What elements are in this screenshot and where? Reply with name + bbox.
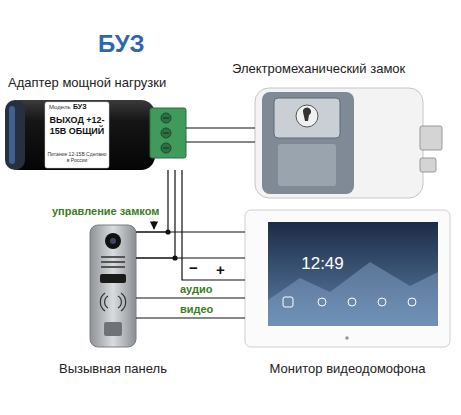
wire-label: + (214, 262, 227, 277)
screen-icon (283, 297, 293, 307)
monitor-frame (245, 210, 450, 347)
call-button (100, 274, 126, 283)
panel-body (90, 225, 136, 347)
supply-note: Питание 12-15В Сделано в России (47, 152, 107, 164)
call-panel: Вызывная панель (90, 225, 136, 347)
screen-icon (408, 298, 416, 306)
screen-wallpaper (268, 262, 438, 326)
wire-label: аудио (178, 284, 214, 295)
lock-body (255, 88, 423, 198)
device-heading: Электромеханический замок (232, 62, 405, 77)
terminal-legend: ВЫХОД +12-15В ОБЩИЙ (47, 115, 107, 138)
screen-icon (378, 298, 386, 306)
wire (182, 170, 245, 280)
screen-clock: 12:49 (280, 254, 365, 274)
device-heading: Вызывная панель (40, 362, 186, 377)
model-name: БУЗ (73, 103, 87, 111)
adapter-cap-highlight (9, 106, 15, 164)
wire (136, 317, 245, 318)
wire (136, 297, 245, 298)
lock-handle (278, 144, 336, 186)
wire-label: видео (178, 304, 215, 315)
adapter-body (5, 100, 155, 170)
screen-icon (318, 298, 326, 306)
speaker-slot (101, 261, 125, 263)
device-heading: Адаптер мощной нагрузки (8, 76, 166, 91)
lock-plate (262, 92, 354, 194)
microphone-grille (104, 322, 122, 336)
rfid-symbol (100, 293, 125, 311)
wire (186, 127, 255, 128)
wire (136, 170, 168, 232)
lock-latch (420, 158, 436, 172)
speaker-slot (101, 256, 125, 258)
screw-slot (163, 118, 169, 148)
wire-label: − (187, 260, 200, 275)
diagram-title: БУЗ (98, 30, 145, 58)
adapter-end-cap (5, 100, 25, 170)
monitor-indicator (345, 336, 349, 340)
terminal-block (150, 108, 186, 158)
model-caption: Модель (49, 104, 71, 111)
key-cylinder (296, 105, 318, 127)
camera-glass (110, 238, 116, 244)
power-adapter: Адаптер мощной нагрузкиМодельБУЗВЫХОД +1… (5, 100, 186, 170)
adapter-label-plate (45, 102, 109, 168)
speaker-slot (101, 266, 125, 268)
electromechanical-lock: Электромеханический замок (255, 85, 445, 200)
monitor-screen (268, 222, 438, 326)
wire-label: управление замком (50, 206, 161, 217)
camera-lens (105, 233, 121, 249)
pointer-arrow (153, 221, 154, 229)
wire (186, 141, 255, 142)
device-heading: Монитор видеодомофона (230, 362, 461, 377)
keyhole (303, 108, 311, 121)
screen-icon (348, 298, 356, 306)
lock-cylinder-block (274, 98, 340, 138)
lock-bolt (420, 126, 442, 150)
video-monitor: 12:49Монитор видеодомофона (245, 210, 450, 347)
